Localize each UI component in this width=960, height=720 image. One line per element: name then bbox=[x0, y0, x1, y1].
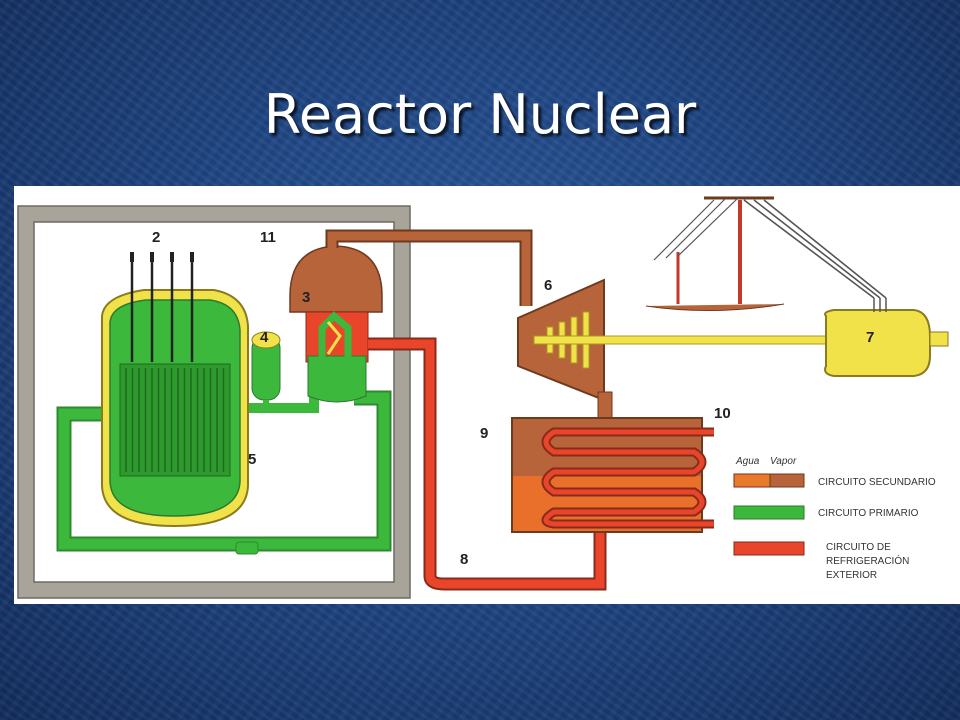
legend-swatch-steam bbox=[769, 473, 805, 488]
steam-generator bbox=[289, 245, 383, 403]
control-rods bbox=[130, 252, 194, 362]
legend: Agua Vapor CIRCUITO SECUNDARIO CIRCUITO … bbox=[733, 456, 936, 581]
legend-swatch-primary bbox=[733, 505, 805, 520]
legend-secondary-label: CIRCUITO SECUNDARIO bbox=[818, 477, 936, 488]
legend-cooling-line3: EXTERIOR bbox=[826, 570, 877, 581]
legend-swatch-cooling bbox=[733, 541, 805, 556]
condenser bbox=[511, 417, 714, 533]
legend-cooling-line2: REFRIGERACIÓN bbox=[826, 554, 909, 567]
label-8: 8 bbox=[460, 551, 468, 568]
label-2: 2 bbox=[152, 229, 160, 246]
label-7: 7 bbox=[866, 329, 874, 346]
legend-steam-label: Vapor bbox=[770, 456, 797, 467]
legend-swatch-water bbox=[733, 473, 771, 488]
generator bbox=[824, 309, 949, 377]
label-10: 10 bbox=[714, 405, 731, 422]
label-6: 6 bbox=[544, 277, 552, 294]
control-rod-head bbox=[190, 252, 194, 262]
slide-title: Reactor Nuclear bbox=[263, 83, 697, 146]
control-rod-head bbox=[170, 252, 174, 262]
legend-primary-label: CIRCUITO PRIMARIO bbox=[818, 508, 919, 519]
control-rod-head bbox=[130, 252, 134, 262]
legend-cooling-line1: CIRCUITO DE bbox=[826, 542, 891, 553]
label-3: 3 bbox=[302, 289, 310, 306]
legend-water-label: Agua bbox=[735, 456, 760, 467]
power-lines bbox=[645, 196, 887, 312]
label-9: 9 bbox=[480, 425, 488, 442]
label-5: 5 bbox=[248, 451, 256, 468]
reactor-core-rods bbox=[125, 368, 225, 472]
pressurizer bbox=[251, 331, 281, 408]
control-rod-head bbox=[150, 252, 154, 262]
label-11: 11 bbox=[260, 229, 276, 246]
label-4: 4 bbox=[260, 329, 269, 346]
turbine-shaft bbox=[533, 335, 835, 345]
reactor-vessel bbox=[101, 289, 249, 528]
reactor-diagram: 2 11 3 4 5 6 7 9 10 8 Agua Vapor CIRCUIT… bbox=[14, 186, 960, 604]
